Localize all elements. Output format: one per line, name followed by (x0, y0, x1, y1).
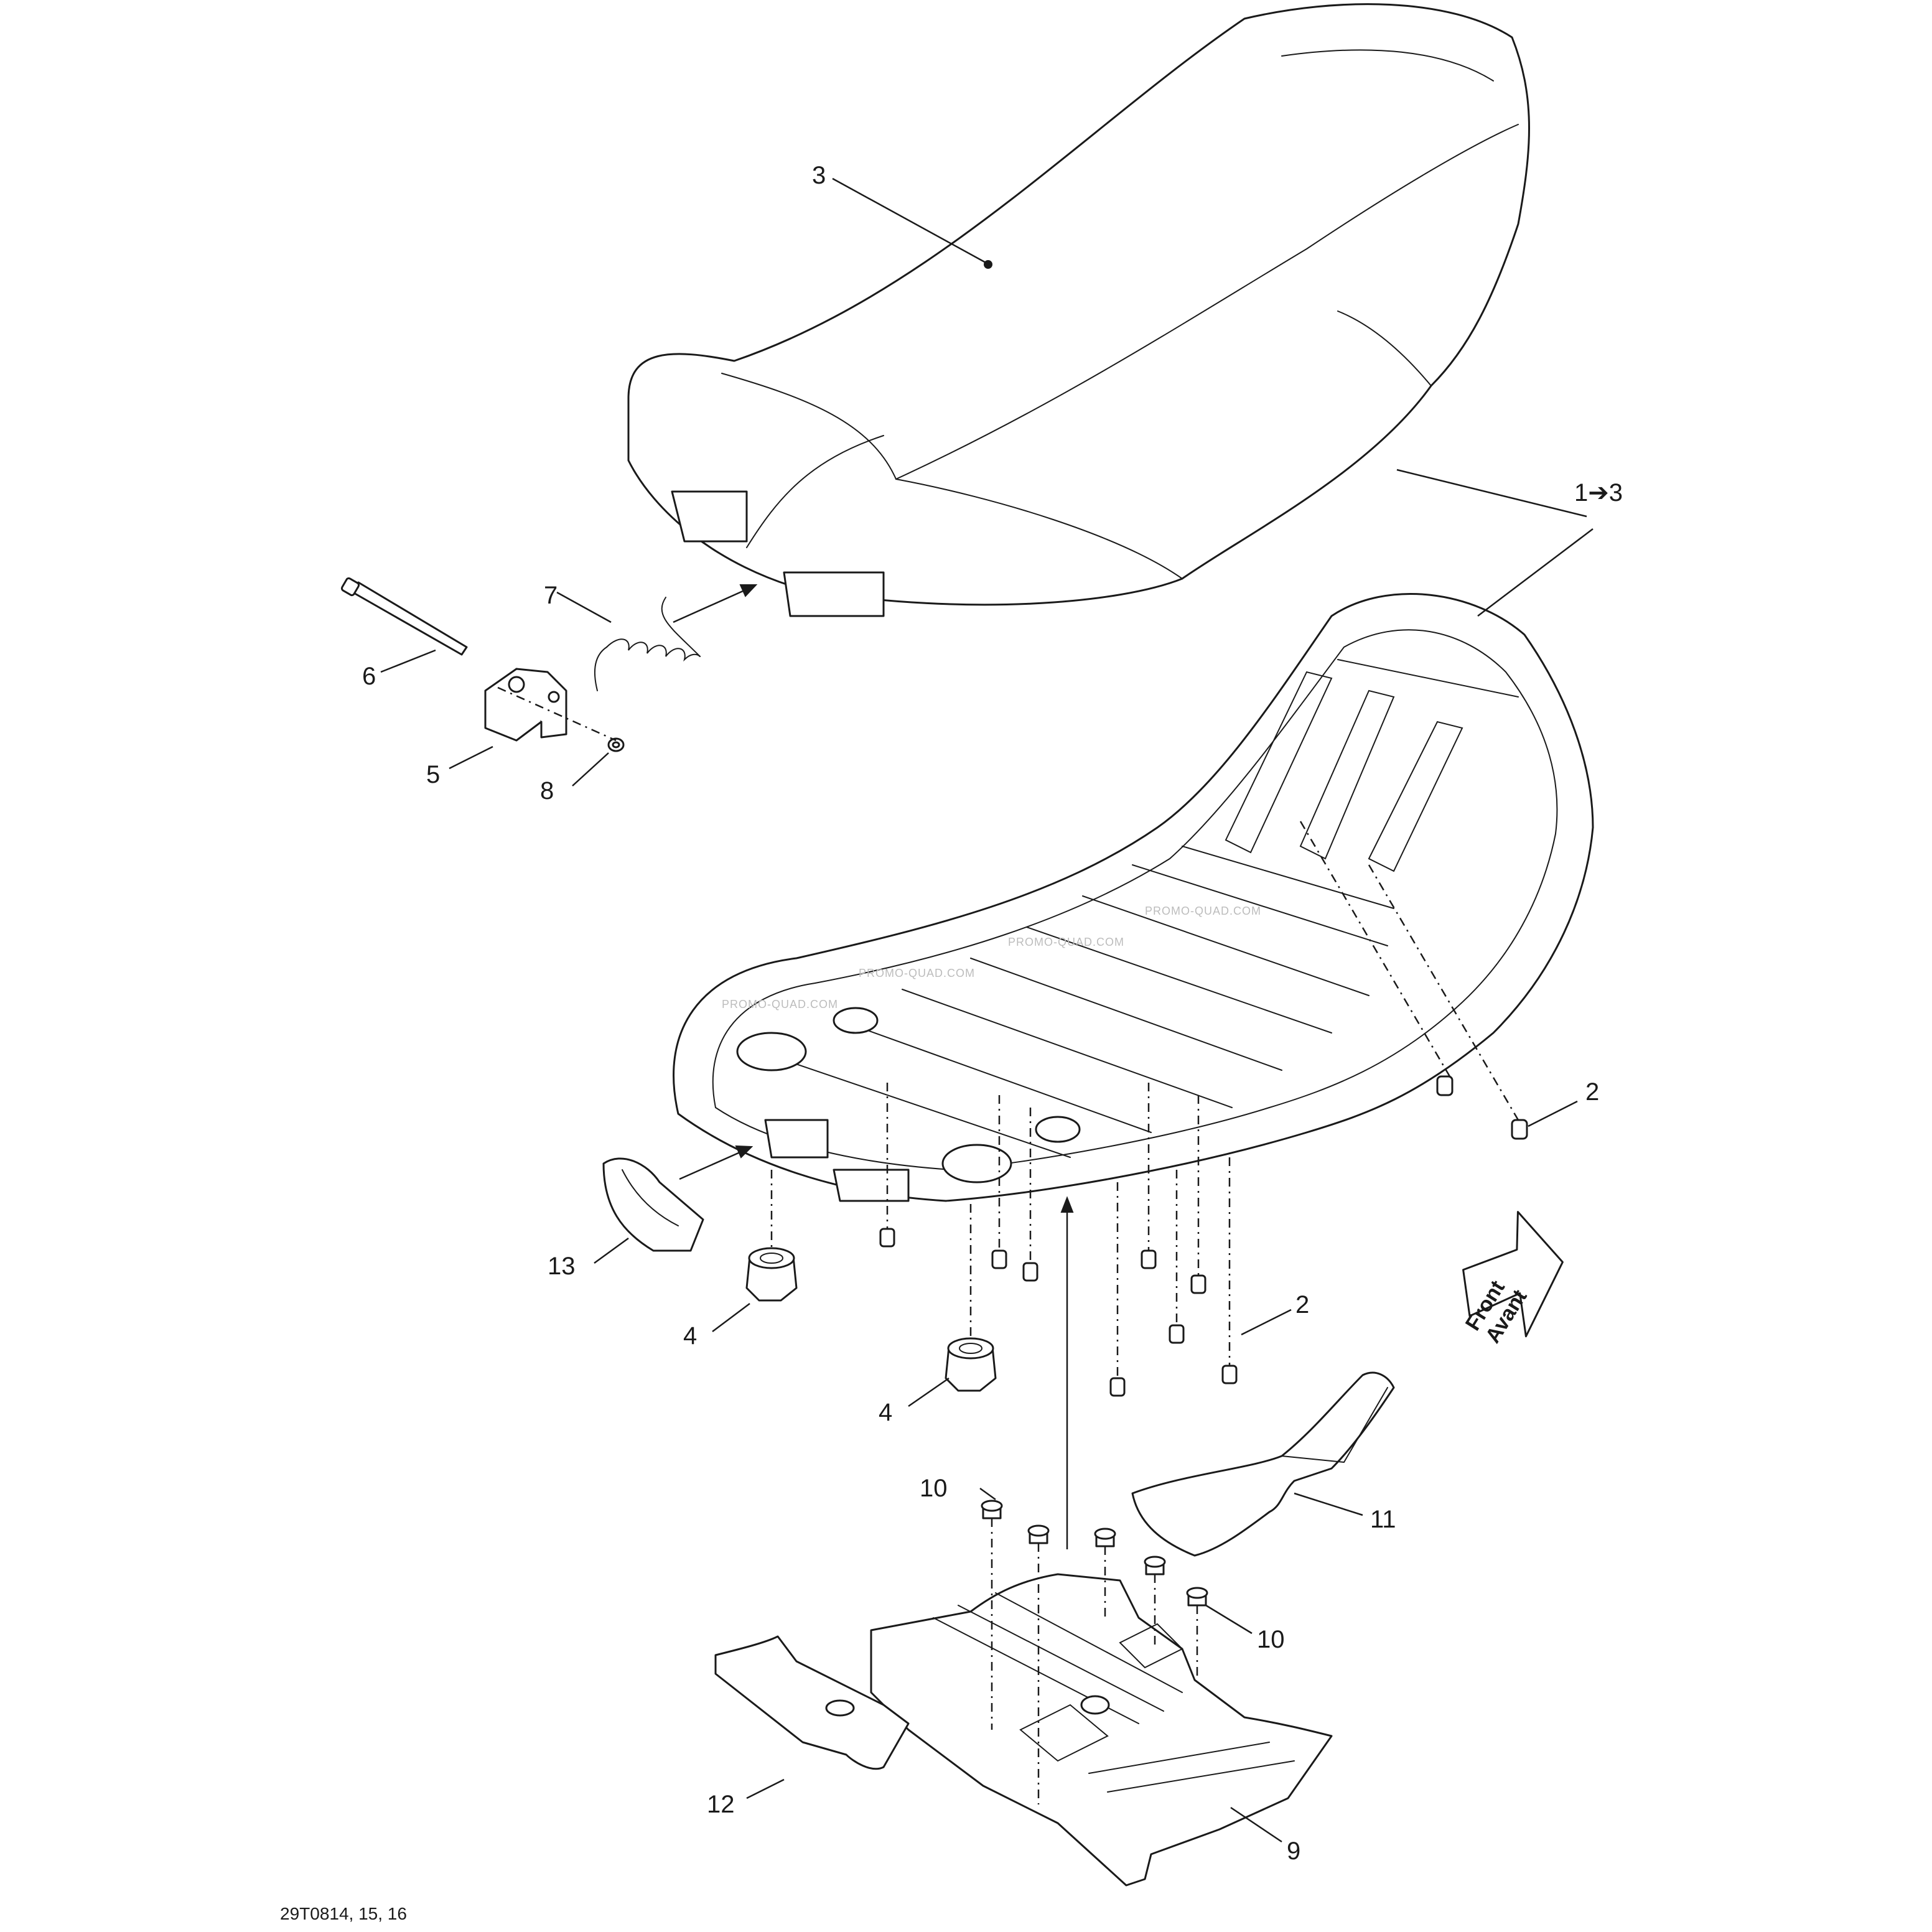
callout-4-center: 4 (879, 1399, 892, 1426)
callout-3: 3 (812, 162, 826, 189)
callout-5: 5 (426, 761, 440, 788)
callout-11: 11 (1370, 1506, 1396, 1533)
nut-center (945, 1337, 997, 1392)
nut-parts (745, 1247, 997, 1392)
drawing-code: 29T0814, 15, 16 (280, 1904, 407, 1923)
seat-cover-part (627, 3, 1530, 617)
alignment-lines (497, 686, 1519, 1804)
leader-lines (380, 177, 1594, 1843)
bumper-h (1221, 1365, 1238, 1384)
bumper-e (1190, 1274, 1206, 1294)
callout-12: 12 (707, 1791, 735, 1818)
flange-bolt-4 (1144, 1556, 1166, 1575)
bolt-part (340, 577, 468, 656)
watermark-4: PROMO-QUAD.COM (1145, 905, 1261, 917)
watermark-1: PROMO-QUAD.COM (722, 998, 838, 1010)
watermark-2: PROMO-QUAD.COM (859, 967, 975, 979)
spring-part (594, 597, 701, 691)
bumper-c (1022, 1262, 1038, 1282)
watermark-3: PROMO-QUAD.COM (1008, 936, 1124, 948)
bracket-part (484, 668, 567, 742)
front-direction-arrow: Front Avant (1461, 1211, 1564, 1347)
callout-8: 8 (540, 777, 554, 805)
bumper-parts (879, 1075, 1528, 1397)
callout-13: 13 (548, 1253, 576, 1280)
flange-bolt-2 (1027, 1524, 1050, 1544)
bumper-right-lower (1511, 1119, 1528, 1140)
callout-10-top: 10 (920, 1475, 948, 1502)
callout-10-right: 10 (1257, 1626, 1285, 1653)
flange-bolt-5 (1186, 1587, 1208, 1607)
bumper-right-upper (1436, 1075, 1454, 1096)
nut-left (745, 1247, 798, 1302)
washer-part (607, 737, 625, 752)
flange-bolt-1 (981, 1500, 1003, 1519)
seat-base-part: PROMO-QUAD.COM PROMO-QUAD.COM PROMO-QUAD… (673, 593, 1594, 1202)
flange-bolt-3 (1094, 1528, 1116, 1547)
bumper-g (1109, 1377, 1126, 1397)
callout-6: 6 (362, 663, 376, 690)
callout-9: 9 (1287, 1837, 1300, 1865)
callout-4-left: 4 (683, 1322, 697, 1350)
bumper-a (879, 1228, 895, 1248)
callout-labels: 3 1➔3 7 6 5 8 2 13 4 2 4 10 11 10 12 9 (362, 162, 1623, 1865)
flat-plate-part (714, 1635, 910, 1770)
cover-plate-part (1131, 1371, 1395, 1557)
callout-2-right: 2 (1585, 1078, 1599, 1106)
bumper-b (991, 1249, 1007, 1269)
cap-part (602, 1157, 704, 1252)
callout-7: 7 (544, 582, 558, 609)
bumper-f (1169, 1324, 1185, 1344)
callout-2-center: 2 (1295, 1291, 1309, 1318)
assembly-arrows (673, 584, 1074, 1549)
skid-plate-part (870, 1573, 1333, 1887)
bumper-d (1141, 1249, 1157, 1269)
callout-1-to-3: 1➔3 (1574, 479, 1623, 506)
